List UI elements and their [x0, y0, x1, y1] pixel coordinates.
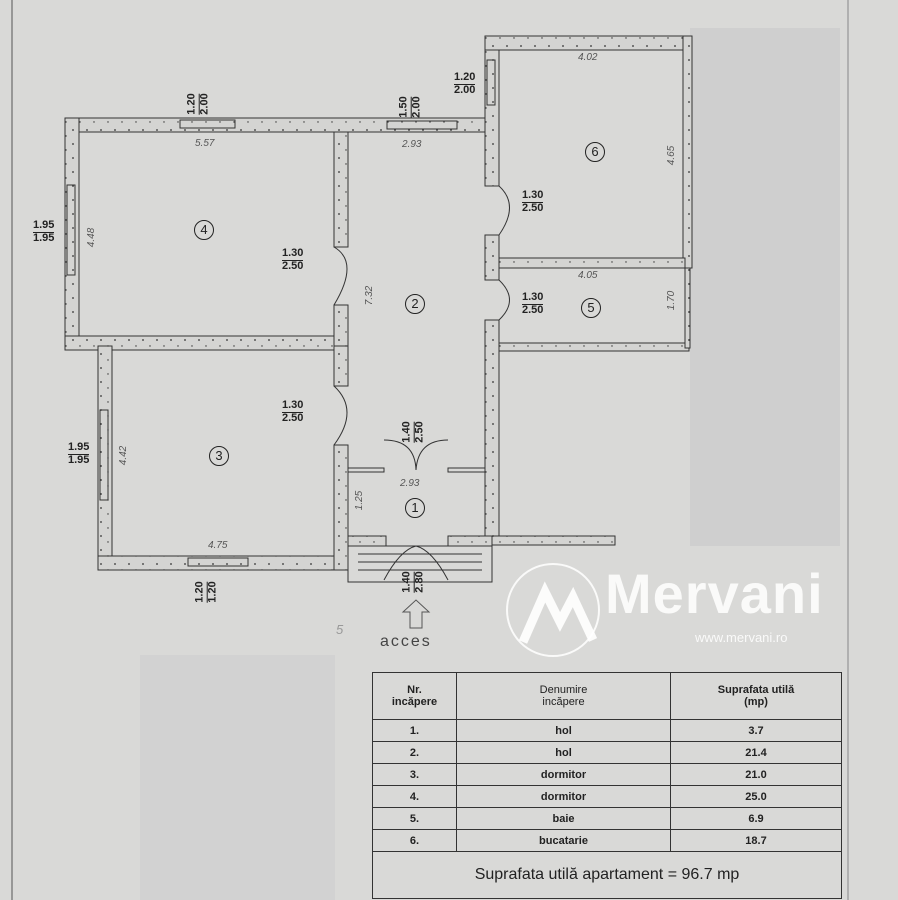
window-height: 1.95 [33, 232, 55, 244]
window-height: 1.95 [68, 454, 90, 466]
stairs [347, 545, 493, 583]
stray-mark: 5 [336, 622, 344, 637]
room-number: 1 [405, 498, 425, 518]
door-height: 2.50 [522, 304, 544, 316]
watermark-logo-icon [506, 563, 600, 657]
cell-nr: 4. [372, 785, 457, 808]
room-number: 5 [581, 298, 601, 318]
total-area: Suprafata utilă apartament = 96.7 mp [372, 851, 842, 899]
cell-nr: 2. [372, 741, 457, 764]
door-height: 2.50 [282, 260, 304, 272]
walls [64, 35, 693, 571]
table-header: Nr. incăpere Denumire incăpere Suprafata… [372, 672, 842, 720]
room-area-table: Nr. incăpere Denumire incăpere Suprafata… [372, 672, 842, 899]
dimension: 4.48 [86, 227, 98, 248]
watermark-brand: Mervani [605, 562, 824, 625]
dimension: 2.93 [402, 139, 422, 150]
room-number: 3 [209, 446, 229, 466]
watermark-url: www.mervani.ro [695, 630, 788, 645]
cell-nr: 3. [372, 763, 457, 786]
dimension: 4.65 [666, 145, 678, 166]
cell-area: 6.9 [670, 807, 842, 830]
room-number: 6 [585, 142, 605, 162]
cell-area: 18.7 [670, 829, 842, 852]
watermark: Mervani www.mervani.ro [505, 556, 845, 666]
dimension: 4.05 [578, 270, 598, 281]
cell-name: dormitor [456, 763, 671, 786]
dimension: 2.93 [400, 478, 420, 489]
dimension: 1.70 [666, 290, 678, 311]
redacted-area-bottom-left [140, 655, 335, 900]
room-number: 2 [405, 294, 425, 314]
door-width: 1.30 [282, 247, 304, 261]
window-height: 2.00 [198, 93, 211, 115]
door-height: 2.50 [522, 202, 544, 214]
cell-name: bucatarie [456, 829, 671, 852]
cell-nr: 1. [372, 719, 457, 742]
window-height: 2.00 [410, 96, 423, 118]
cell-name: dormitor [456, 785, 671, 808]
cell-name: hol [456, 719, 671, 742]
dimension: 4.02 [578, 52, 598, 63]
dimension: 1.25 [354, 490, 366, 511]
header-nr: Nr. incăpere [372, 672, 457, 720]
window-height: 2.00 [454, 84, 476, 96]
cell-area: 25.0 [670, 785, 842, 808]
access-arrow-icon [401, 599, 431, 629]
dimension: 4.42 [118, 445, 130, 466]
dimension: 4.75 [208, 540, 228, 551]
door-width: 1.30 [522, 189, 544, 203]
door-width: 1.30 [282, 399, 304, 413]
cell-nr: 6. [372, 829, 457, 852]
door-width: 1.30 [522, 291, 544, 305]
window-height: 1.20 [206, 581, 219, 603]
windows [66, 59, 496, 567]
door-height: 2.50 [413, 421, 426, 443]
cell-area: 3.7 [670, 719, 842, 742]
dimension: 5.57 [195, 138, 215, 149]
redacted-area-right [690, 28, 840, 546]
door-height: 2.50 [282, 412, 304, 424]
dimension: 7.32 [364, 285, 376, 306]
cell-name: hol [456, 741, 671, 764]
door-height: 2.80 [413, 571, 426, 593]
window-width: 1.95 [68, 441, 90, 455]
room-number: 4 [194, 220, 214, 240]
cell-name: baie [456, 807, 671, 830]
cell-area: 21.4 [670, 741, 842, 764]
header-name: Denumire incăpere [456, 672, 671, 720]
cell-nr: 5. [372, 807, 457, 830]
door-swings [333, 185, 510, 581]
access-label: acces [380, 633, 432, 650]
header-area: Suprafata utilă (mp) [670, 672, 842, 720]
cell-area: 21.0 [670, 763, 842, 786]
window-width: 1.20 [454, 71, 476, 85]
table-total-row: Suprafata utilă apartament = 96.7 mp [372, 851, 842, 899]
window-width: 1.95 [33, 219, 55, 233]
